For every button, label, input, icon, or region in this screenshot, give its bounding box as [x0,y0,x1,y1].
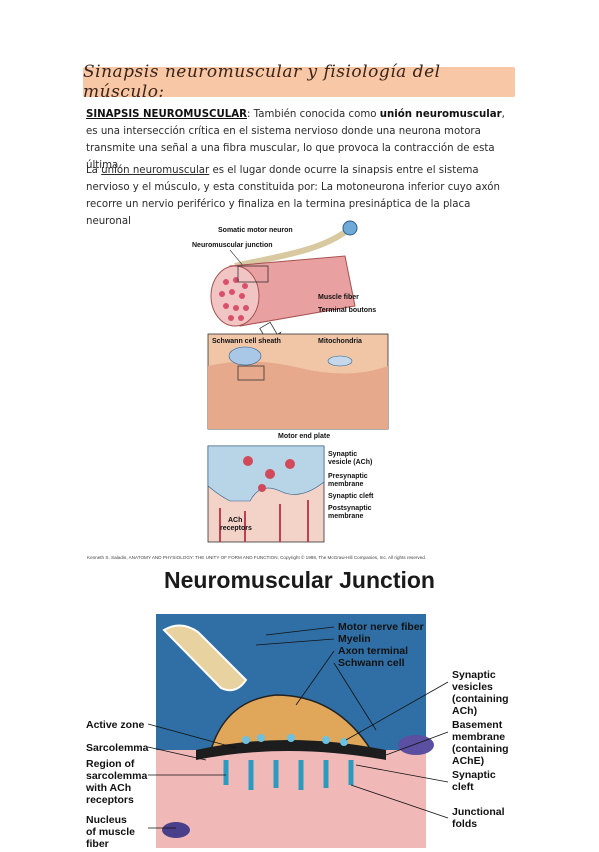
figure-neuromuscular-diagram: Somatic motor neuron Neuromuscular junct… [190,216,410,548]
label-motor-nerve-fiber: Motor nerve fiber [338,621,424,633]
label-synaptic-vesicles-2: vesicles [452,681,493,693]
label-ach-2: receptors [220,525,252,532]
label-nucleus-3: fiber [86,838,109,848]
term-union: unión neuromuscular [379,109,502,120]
axon-shape [234,227,350,269]
paragraph-description: La unión neuromuscular es el lugar donde… [86,162,518,230]
motor-nerve-shape [162,624,248,692]
label-presynaptic-2: membrane [328,481,364,488]
label-region-4: receptors [86,794,134,806]
label-basement-3: (containing [452,743,509,755]
para2-text-b: es el lugar donde ocurre la sinapsis ent… [86,165,500,227]
axon-terminal-shape [209,694,373,751]
label-myelin: Myelin [338,633,371,645]
label-nucleus-1: Nucleus [86,814,127,826]
label-synaptic-vesicle-1: Synaptic [328,451,357,458]
figure-neuromuscular-junction: Motor nerve fiber Myelin Axon terminal S… [85,610,516,850]
label-axon-terminal: Axon terminal [338,645,408,657]
label-synaptic-vesicles-4: ACh) [452,705,477,717]
title-banner: Sinapsis neuromuscular y fisiología del … [83,62,515,102]
label-active-zone: Active zone [86,719,145,731]
muscle-cross-section [210,265,260,327]
label-region-1: Region of [86,758,135,770]
label-junctional-2: folds [452,818,477,830]
label-terminal-boutons: Terminal boutons [318,307,376,314]
label-motor-end-plate: Motor end plate [278,433,330,440]
union-link[interactable]: unión neuromuscular [101,165,210,176]
label-nucleus-2: of muscle [86,826,135,838]
label-region-3: with ACh [86,782,131,794]
neuron-body-shape [342,220,358,236]
label-region-2: sarcolemma [86,770,147,782]
label-schwann-cell: Schwann cell [338,657,405,669]
para1-text-a: : También conocida como [247,109,380,120]
label-postsynaptic-2: membrane [328,513,364,520]
label-presynaptic-1: Presynaptic [328,473,368,480]
label-junctional-1: Junctional [452,806,505,818]
paragraph-definition: SINAPSIS NEUROMUSCULAR: También conocida… [86,106,518,174]
label-muscle-fiber: Muscle fiber [318,294,359,301]
label-ach-1: ACh [228,517,242,524]
label-mitochondria: Mitochondria [318,338,362,345]
figure1-svg: Somatic motor neuron Neuromuscular junct… [192,220,389,543]
label-basement-2: membrane [452,731,505,743]
label-sarcolemma: Sarcolemma [86,742,149,754]
label-basement-1: Basement [452,719,503,731]
term-sinapsis: SINAPSIS NEUROMUSCULAR [86,109,247,120]
label-somatic-motor-neuron: Somatic motor neuron [218,227,293,234]
para2-text-a: La [86,165,102,176]
label-basement-4: AChE) [452,755,484,767]
label-synaptic-cleft: Synaptic cleft [328,493,374,500]
figure2-svg: Motor nerve fiber Myelin Axon terminal S… [85,614,509,850]
label-synaptic-vesicles-1: Synaptic [452,669,496,681]
label-synaptic-cleft-2: cleft [452,781,474,793]
figure2-title: Neuromuscular Junction [164,567,435,593]
label-synaptic-cleft-1: Synaptic [452,769,496,781]
label-neuromuscular-junction: Neuromuscular junction [192,242,273,249]
figure-credit: Kenneth S. Saladin, ANATOMY AND PHYSIOLO… [87,555,427,560]
para1-text-b: , es una intersección crítica en el sist… [86,109,505,171]
page-title: Sinapsis neuromuscular y fisiología del … [83,62,441,102]
label-synaptic-vesicle-2: vesicle (ACh) [328,459,372,466]
label-synaptic-vesicles-3: (containing [452,693,509,705]
label-schwann-cell-sheath: Schwann cell sheath [212,338,281,345]
muscle-region [156,750,426,848]
label-postsynaptic-1: Postsynaptic [328,505,372,512]
